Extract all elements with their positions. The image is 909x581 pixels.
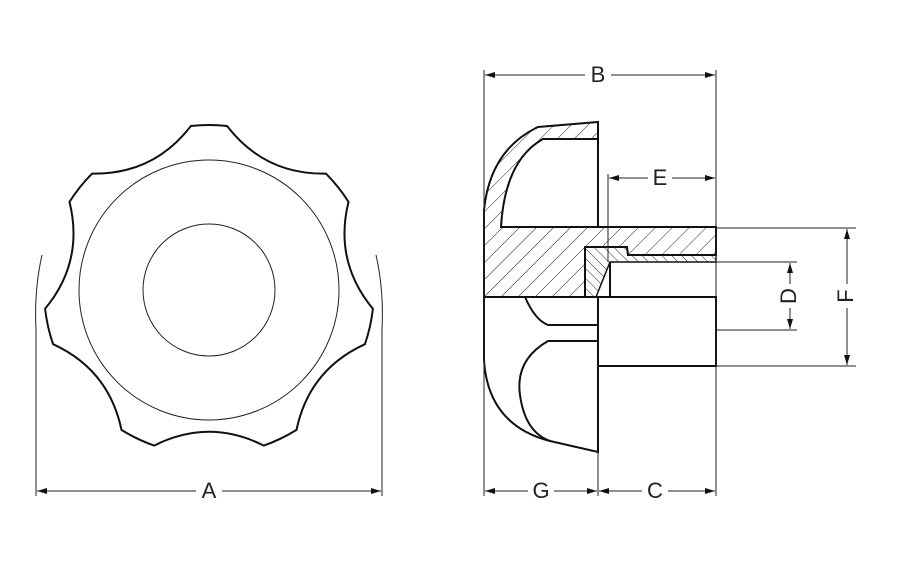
dimension-a-label: A — [202, 478, 217, 503]
front-view: A — [35, 124, 383, 503]
knob-rib — [518, 296, 598, 442]
threaded-insert — [584, 246, 717, 298]
dimension-g-label: G — [532, 478, 549, 503]
side-view: B E D F G C — [483, 62, 858, 503]
hub — [597, 296, 717, 367]
lobe-silhouette — [35, 254, 383, 331]
dimension-c-label: C — [647, 478, 663, 503]
hub-circle — [142, 223, 276, 357]
dimension-b-label: B — [591, 62, 606, 87]
dimension-d-label: D — [776, 288, 801, 304]
knob-star-outline — [44, 124, 374, 447]
dimension-e-label: E — [653, 165, 668, 190]
knob-face-circle — [78, 159, 340, 421]
dimension-f-label: F — [833, 289, 858, 302]
